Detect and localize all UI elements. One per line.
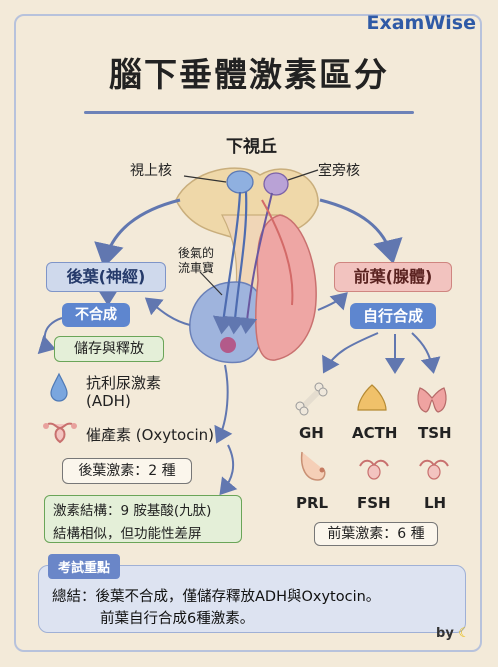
storage-vesicle xyxy=(220,337,236,353)
paraventricular-label: 室旁核 xyxy=(318,163,360,179)
oxytocin-label: 催產素 (Oxytocin) xyxy=(86,426,215,444)
store-release-box: 儲存與釋放 xyxy=(54,336,164,362)
byline: by ☾ xyxy=(436,626,470,641)
self-synthesize-badge: 自行合成 xyxy=(350,303,436,329)
adh-label-line2: (ADH) xyxy=(86,392,131,410)
uterus-lh-icon xyxy=(419,459,449,480)
hormone-lh: LH xyxy=(424,494,447,512)
paraventricular-nucleus xyxy=(263,172,289,196)
hypothalamus-label: 下視丘 xyxy=(226,137,277,157)
water-drop-icon xyxy=(50,372,68,402)
anterior-count-box: 前葉激素：6 種 xyxy=(314,522,438,546)
posterior-count-box: 後葉激素：2 種 xyxy=(62,458,192,484)
supraoptic-nucleus xyxy=(226,170,254,194)
banana-icon: ☾ xyxy=(458,626,470,641)
structure-line1: 激素結構：9 胺基酸(九肽) xyxy=(53,503,212,519)
exam-line1: 總結：後葉不合成，僅儲存釋放ADH與Oxytocin。 xyxy=(52,589,381,605)
bone-icon xyxy=(295,382,328,416)
exam-line2: 前葉自行合成6種激素。 xyxy=(100,611,255,627)
anterior-lobe-header: 前葉(腺體) xyxy=(334,262,452,292)
hormone-fsh: FSH xyxy=(357,494,391,512)
supraoptic-label: 視上核 xyxy=(130,163,172,179)
uterus-icon xyxy=(43,422,77,444)
adh-label-line1: 抗利尿激素 xyxy=(86,374,162,392)
title-underline xyxy=(84,111,414,114)
adrenal-gland-icon xyxy=(357,384,387,411)
ovary-icon xyxy=(359,459,389,480)
page-title: 腦下垂體激素區分 xyxy=(109,55,389,94)
not-synthesize-badge: 不合成 xyxy=(62,303,130,327)
page-frame xyxy=(14,14,482,652)
portal-label-line1: 後氣的 xyxy=(178,246,215,260)
thyroid-icon xyxy=(417,387,447,413)
exam-tag: 考試重點 xyxy=(48,554,121,579)
byline-text: by xyxy=(436,626,454,641)
hormone-acth: ACTH xyxy=(352,424,398,442)
hormone-prl: PRL xyxy=(296,494,329,512)
structure-line2: 結構相似，但功能性差屏 xyxy=(53,526,202,542)
hormone-gh: GH xyxy=(299,424,324,442)
breast-icon xyxy=(300,451,326,481)
posterior-lobe-header: 後葉(神經) xyxy=(46,262,166,292)
brand-logo: ExamWise xyxy=(366,12,476,34)
portal-label-line2: 流車寶 xyxy=(178,261,215,275)
hormone-tsh: TSH xyxy=(418,424,452,442)
anterior-lobe xyxy=(254,214,317,361)
structure-note-box: 激素結構：9 胺基酸(九肽) 結構相似，但功能性差屏 xyxy=(44,495,242,543)
